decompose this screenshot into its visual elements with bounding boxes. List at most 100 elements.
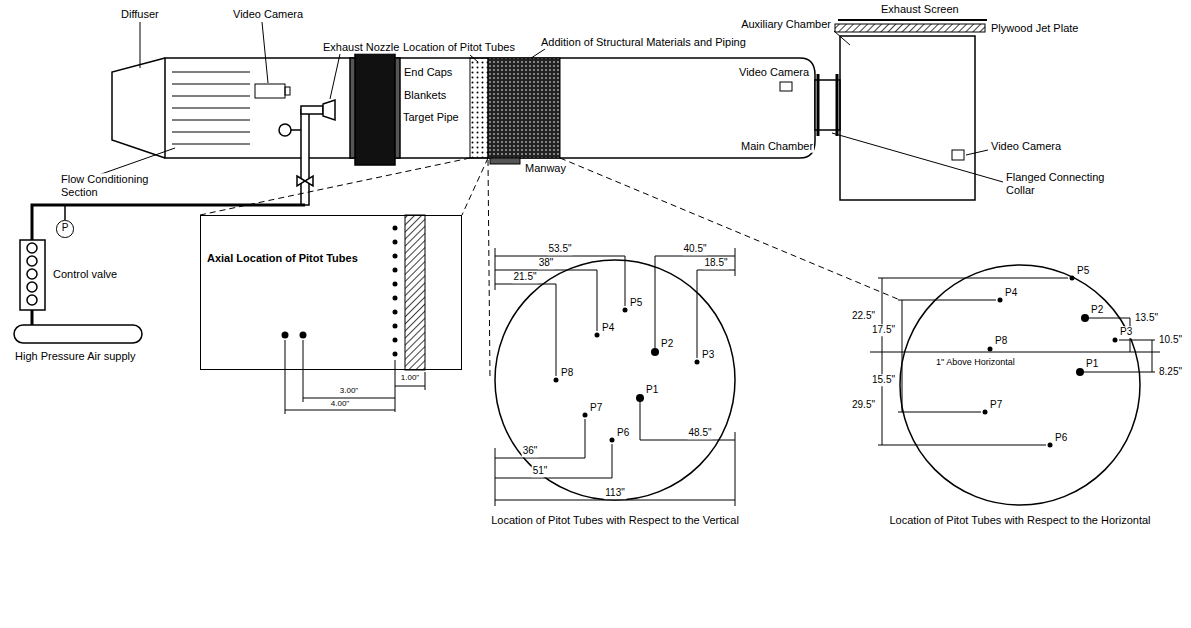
part-label: End Caps: [403, 66, 453, 79]
dimension-line: [640, 440, 735, 441]
dimension-line: [697, 270, 735, 271]
dimension-line: [282, 332, 289, 339]
dimension-line: [878, 445, 1046, 446]
duct-section: [900, 265, 1140, 505]
dimension-line: [625, 256, 626, 306]
control-valve-bank: [27, 256, 37, 266]
dimension-line: [393, 324, 398, 329]
exhaust-screen: [838, 19, 987, 21]
air-supply-pipe: [32, 205, 305, 240]
probe-label: P3: [701, 349, 715, 361]
dimension-line: [636, 394, 644, 402]
jet-plate: [835, 24, 985, 32]
dimension-label: 48.5": [687, 427, 712, 439]
auxiliary-chamber: [840, 36, 975, 200]
video-camera-icon: [952, 150, 964, 160]
part-label: Diffuser: [120, 8, 160, 21]
air-supply-pipe: [301, 106, 323, 114]
part-label: Addition of Structural Materials and Pip…: [540, 36, 747, 49]
probe-label: P6: [1054, 432, 1068, 444]
part-label: Exhaust Nozzle: [322, 41, 400, 54]
projection-line: [488, 160, 490, 380]
probe-label: P8: [994, 335, 1008, 347]
pitot-band: [405, 215, 425, 370]
probe-label: P4: [1004, 287, 1018, 299]
dimension-line: [902, 352, 903, 412]
duct-section: [495, 260, 735, 500]
part-label: Main Chamber: [740, 140, 814, 153]
dimension-line: [870, 352, 1160, 353]
view-caption: Location of Pitot Tubes with Respect to …: [888, 514, 1151, 527]
dimension-line: [735, 248, 736, 276]
facility-drawing: [14, 20, 1140, 505]
projection-line: [560, 158, 900, 300]
dimension-line: [554, 378, 559, 383]
dimension-line: [172, 72, 250, 73]
dimension-line: [898, 412, 981, 413]
probe-label: P5: [629, 297, 643, 309]
video-camera-icon: [285, 87, 290, 95]
probe-label: P5: [1076, 265, 1090, 277]
projection-line: [462, 158, 488, 215]
leader-line: [834, 31, 850, 45]
dimension-label: 36": [522, 445, 539, 457]
dimension-line: [495, 500, 735, 501]
dimension-line: [610, 438, 615, 443]
note-label: 1" Above Horizontal: [935, 357, 1016, 367]
inset-heading: Axial Location of Pitot Tubes: [207, 252, 358, 265]
pitot-band: [470, 58, 488, 158]
main-pipe: [165, 58, 815, 158]
probe-label: P7: [589, 402, 603, 414]
part-label: Control valve: [52, 268, 118, 281]
dimension-line: [172, 84, 250, 85]
dimension-line: [495, 256, 625, 257]
dimension-line: [898, 300, 996, 301]
dimension-line: [172, 72, 1160, 506]
control-valve-bank: [20, 240, 45, 310]
dimension-label: 4.00": [330, 399, 350, 408]
dimension-line: [495, 448, 496, 506]
dimension-line: [1084, 372, 1155, 373]
probe-label: P2: [660, 338, 674, 350]
dimension-line: [172, 96, 250, 97]
dimension-line: [878, 278, 1068, 279]
dimension-line: [393, 268, 398, 273]
dimension-label: 1.00": [400, 373, 420, 382]
control-valve-bank: [27, 282, 37, 292]
dimension-line: [902, 300, 903, 352]
dimension-line: [285, 340, 286, 414]
control-valve-bank: [20, 240, 45, 310]
dimension-label: 8.25": [1158, 366, 1183, 378]
part-label: Manway: [524, 162, 567, 175]
dimension-line: [597, 270, 598, 331]
air-tank: [14, 325, 142, 343]
dimension-line: [393, 282, 398, 287]
dimension-line: [983, 410, 988, 415]
dimension-label: 22.5": [851, 310, 876, 322]
dimension-line: [697, 270, 698, 358]
connecting-collar: [836, 74, 839, 136]
dimension-label: 18.5": [703, 257, 728, 269]
part-label: Flanged Connecting Collar: [1005, 171, 1107, 196]
dimension-line: [300, 332, 307, 339]
air-supply-pipe: [291, 129, 301, 131]
dimension-line: [1089, 318, 1130, 319]
probe-label: P4: [601, 322, 615, 334]
control-valve-bank: [27, 269, 37, 279]
dimension-line: [495, 478, 612, 479]
probe-label: P6: [616, 427, 630, 439]
dimension-line: [393, 240, 398, 245]
dimension-label: 51": [532, 465, 549, 477]
dimension-line: [1113, 338, 1118, 343]
part-label: Location of Pitot Tubes: [402, 41, 516, 54]
dimension-line: [285, 410, 395, 411]
dimension-line: [1048, 443, 1053, 448]
part-label: Blankets: [403, 89, 447, 102]
diffuser-cone: [112, 58, 165, 158]
dimension-line: [640, 402, 641, 440]
probe-label: P8: [560, 367, 574, 379]
dimension-line: [393, 310, 398, 315]
part-label: Flow Conditioning Section: [60, 173, 162, 198]
dimension-line: [623, 308, 628, 313]
air-supply-pipe: [31, 310, 34, 325]
